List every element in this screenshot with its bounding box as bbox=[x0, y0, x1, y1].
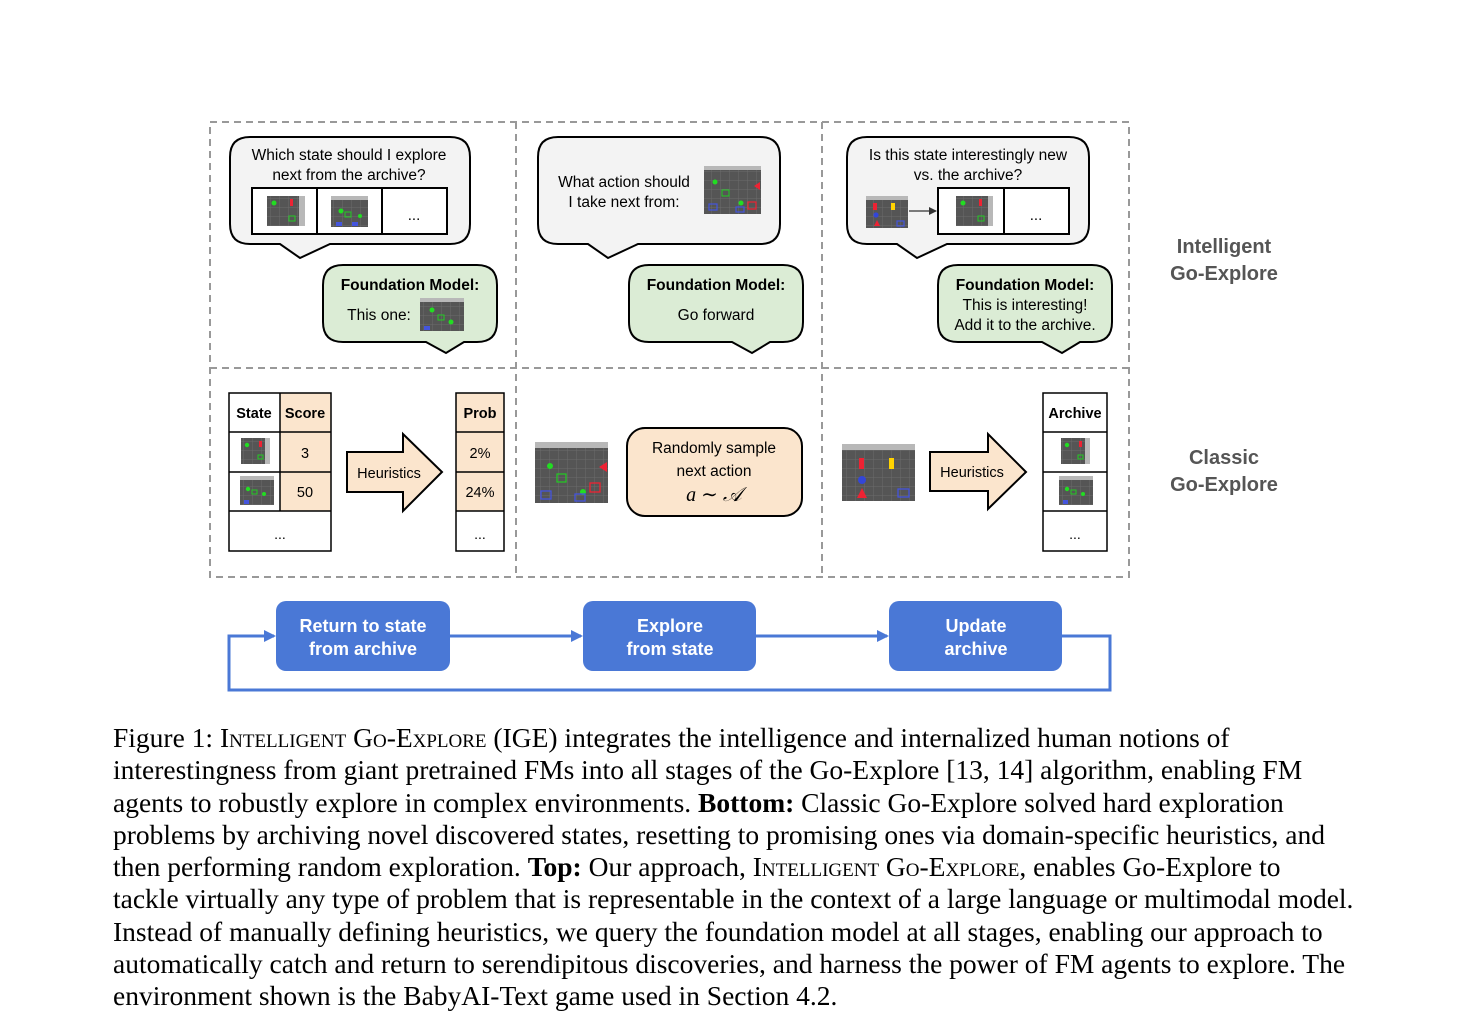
grid-state-thumbnail bbox=[331, 196, 368, 227]
score-value: 50 bbox=[297, 485, 313, 501]
caption-line: automatically catch and return to serend… bbox=[113, 948, 1346, 980]
grid-state-thumbnail bbox=[866, 196, 908, 228]
grid-state-thumbnail bbox=[1061, 438, 1090, 464]
classic-label: Classic bbox=[1189, 447, 1259, 469]
classic-archive-panel: Heuristics Archive ... bbox=[842, 392, 1108, 552]
foundation-model-bubble bbox=[937, 264, 1113, 355]
svg-text:Update: Update bbox=[945, 616, 1006, 636]
intelligent-label: Go-Explore bbox=[1170, 263, 1278, 285]
random-sample-text: next action bbox=[677, 463, 752, 480]
foundation-model-title: Foundation Model: bbox=[647, 277, 786, 294]
prob-value: 2% bbox=[470, 446, 491, 462]
ige-action-panel: What action should I take next from: Fou… bbox=[537, 136, 804, 355]
caption-line: problems by archiving novel discovered s… bbox=[113, 818, 1326, 850]
classic-action-panel: Randomly sample next action a ∼ 𝒜 bbox=[535, 427, 803, 517]
grid-state-thumbnail bbox=[267, 196, 305, 226]
score-value: 3 bbox=[301, 446, 309, 462]
random-sample-box bbox=[626, 427, 803, 517]
prob-column-fill bbox=[456, 393, 504, 511]
foundation-model-title: Foundation Model: bbox=[341, 277, 480, 294]
score-column-fill bbox=[280, 393, 331, 511]
caption-line: Figure 1: Intelligent Go-Explore (IGE) i… bbox=[113, 722, 1230, 753]
grid-state-thumbnail bbox=[842, 444, 915, 501]
update-archive-step: Update archive bbox=[889, 601, 1062, 671]
grid-state-thumbnail bbox=[241, 438, 270, 464]
ige-select-panel: Which state should I explore next from t… bbox=[229, 136, 498, 355]
question-text: vs. the archive? bbox=[914, 167, 1023, 184]
caption-line: interestingness from giant pretrained FM… bbox=[113, 754, 1303, 786]
question-text: What action should bbox=[558, 174, 690, 191]
grid-state-thumbnail bbox=[1059, 476, 1093, 505]
svg-text:Return to state: Return to state bbox=[299, 616, 426, 636]
grid-state-thumbnail bbox=[420, 298, 464, 331]
question-text: Which state should I explore bbox=[252, 147, 447, 164]
return-to-state-step: Return to state from archive bbox=[276, 601, 450, 671]
ellipsis: ... bbox=[274, 526, 286, 542]
svg-text:archive: archive bbox=[944, 639, 1007, 659]
heuristics-label: Heuristics bbox=[940, 465, 1004, 481]
svg-text:Explore: Explore bbox=[637, 616, 703, 636]
svg-text:from state: from state bbox=[626, 639, 713, 659]
panel-grid bbox=[209, 121, 1130, 578]
row-labels: Intelligent Go-Explore Classic Go-Explor… bbox=[1170, 236, 1278, 496]
action-formula: a ∼ 𝒜 bbox=[686, 484, 748, 506]
explore-step: Explore from state bbox=[583, 601, 756, 671]
random-sample-text: Randomly sample bbox=[652, 440, 776, 457]
grid-state-thumbnail bbox=[240, 476, 274, 505]
table-header-archive: Archive bbox=[1048, 406, 1101, 422]
foundation-model-answer: Go forward bbox=[678, 307, 755, 324]
svg-text:from archive: from archive bbox=[309, 639, 417, 659]
foundation-model-answer: Add it to the archive. bbox=[954, 317, 1095, 334]
table-header-score: Score bbox=[285, 406, 325, 422]
grid-state-thumbnail bbox=[704, 166, 761, 214]
heuristics-label: Heuristics bbox=[357, 466, 421, 482]
question-text: I take next from: bbox=[568, 194, 679, 211]
grid-state-thumbnail bbox=[956, 196, 993, 226]
figure-caption: Figure 1: Intelligent Go-Explore (IGE) i… bbox=[113, 722, 1413, 1013]
ellipsis: ... bbox=[1030, 207, 1043, 224]
classic-label: Go-Explore bbox=[1170, 474, 1278, 496]
ellipsis: ... bbox=[1069, 526, 1081, 542]
foundation-model-title: Foundation Model: bbox=[956, 277, 1095, 294]
prob-value: 24% bbox=[465, 485, 494, 501]
heuristics-arrow bbox=[346, 431, 444, 514]
question-text: Is this state interestingly new bbox=[869, 147, 1068, 164]
figure-diagram: Which state should I explore next from t… bbox=[209, 121, 1278, 692]
caption-line: environment shown is the BabyAI-Text gam… bbox=[113, 980, 838, 1012]
foundation-model-answer: This is interesting! bbox=[963, 297, 1088, 314]
loop-line bbox=[227, 630, 1112, 692]
flow-loop: Return to state from archive Explore fro… bbox=[227, 601, 1112, 692]
intelligent-label: Intelligent bbox=[1177, 236, 1272, 258]
classic-select-panel: State Score 3 50 ... Heuristics bbox=[228, 392, 505, 552]
table-header-prob: Prob bbox=[463, 406, 496, 422]
caption-line: then performing random exploration. Top:… bbox=[113, 851, 1281, 883]
grid-state-thumbnail bbox=[535, 442, 608, 503]
foundation-model-bubble bbox=[628, 264, 804, 355]
caption-line: tackle virtually any type of problem tha… bbox=[113, 883, 1354, 915]
foundation-model-answer: This one: bbox=[347, 307, 411, 324]
table-header-state: State bbox=[236, 406, 271, 422]
ellipsis: ... bbox=[408, 207, 421, 224]
ige-archive-panel: Is this state interestingly new vs. the … bbox=[846, 136, 1113, 355]
caption-line: agents to robustly explore in complex en… bbox=[113, 786, 1284, 818]
heuristics-arrow bbox=[929, 431, 1028, 512]
question-text: next from the archive? bbox=[272, 167, 426, 184]
ellipsis: ... bbox=[474, 526, 486, 542]
caption-line: Instead of manually defining heuristics,… bbox=[113, 915, 1323, 947]
